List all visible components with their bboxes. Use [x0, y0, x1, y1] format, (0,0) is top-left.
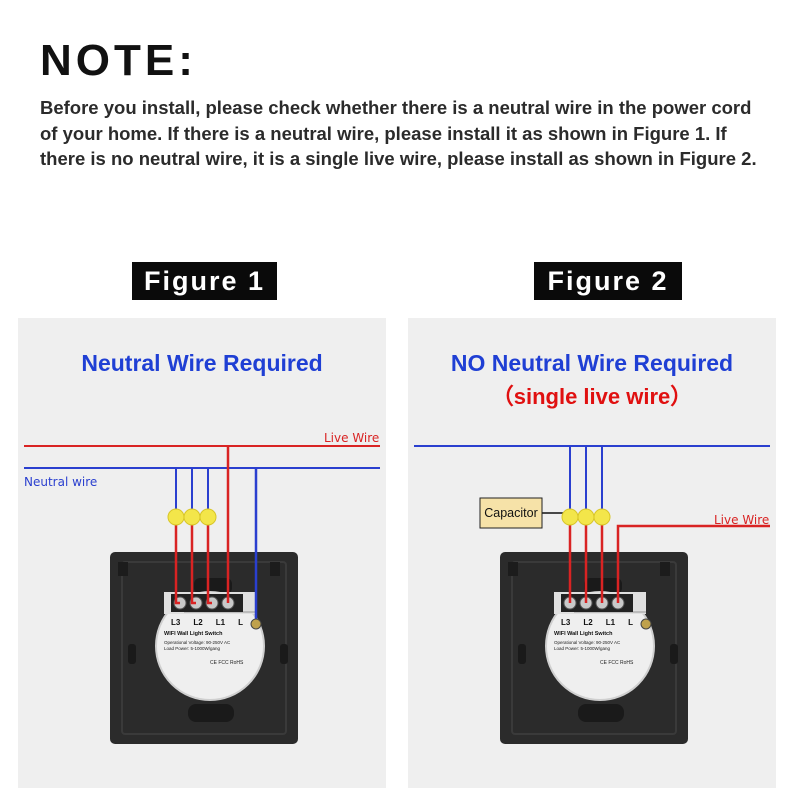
- figure-2-panel: NO Neutral Wire Required （single live wi…: [408, 318, 776, 788]
- lamp-icons: [167, 508, 217, 526]
- terminal-label-l: L: [628, 618, 633, 627]
- note-title: NOTE:: [40, 36, 197, 85]
- terminal-screw-icon: [640, 618, 652, 630]
- figure-1-heading: Neutral Wire Required: [81, 350, 323, 376]
- figure-2-wiring-diagram: [414, 445, 770, 744]
- figure-2-heading: NO Neutral Wire Required: [450, 350, 734, 376]
- live-wire-label: Live Wire: [324, 431, 380, 445]
- terminal-labels: L3 L2 L1 L: [561, 618, 633, 627]
- cert-marks: CE FCC RoHS: [210, 660, 244, 666]
- terminal-block: [561, 594, 633, 612]
- terminal-label-l2: L2: [583, 618, 593, 627]
- terminal-label-l2: L2: [193, 618, 203, 627]
- product-name: WIFI Wall Light Switch: [554, 631, 613, 637]
- terminal-labels: L3 L2 L1 L: [171, 618, 243, 627]
- figure-1-panel: Neutral Wire Required: [18, 318, 386, 788]
- spec-line-1: Operational Voltage: 90-250V AC: [554, 640, 621, 645]
- neutral-terminal-icon: [250, 618, 262, 630]
- terminal-label-l1: L1: [215, 618, 226, 627]
- spec-line-2: Load Power: 5-1000W/gang: [164, 646, 221, 651]
- terminal-block: [171, 594, 243, 612]
- live-wire: [616, 524, 770, 603]
- figure-2-subheading: （single live wire）: [491, 384, 693, 409]
- live-wire-label: Live Wire: [714, 513, 770, 527]
- install-note-text: Before you install, please check whether…: [40, 97, 757, 169]
- lamp-icons: [561, 508, 611, 526]
- cert-marks: CE FCC RoHS: [600, 660, 634, 666]
- figure-1-wiring-diagram: [24, 445, 380, 744]
- spec-line-1: Operational Voltage: 90-250V AC: [164, 640, 231, 645]
- terminal-label-l: L: [238, 618, 243, 627]
- terminal-label-l1: L1: [605, 618, 616, 627]
- figure-1-label: Figure 1: [132, 262, 277, 300]
- capacitor-label: Capacitor: [484, 506, 538, 520]
- spec-line-2: Load Power: 5-1000W/gang: [554, 646, 611, 651]
- terminal-label-l3: L3: [171, 618, 181, 627]
- product-name: WIFI Wall Light Switch: [164, 631, 223, 637]
- neutral-wire-label: Neutral wire: [24, 475, 98, 489]
- terminal-label-l3: L3: [561, 618, 571, 627]
- switch-back-plate: [500, 552, 688, 744]
- figure-2-label: Figure 2: [534, 262, 682, 300]
- capacitor-box: [479, 497, 543, 529]
